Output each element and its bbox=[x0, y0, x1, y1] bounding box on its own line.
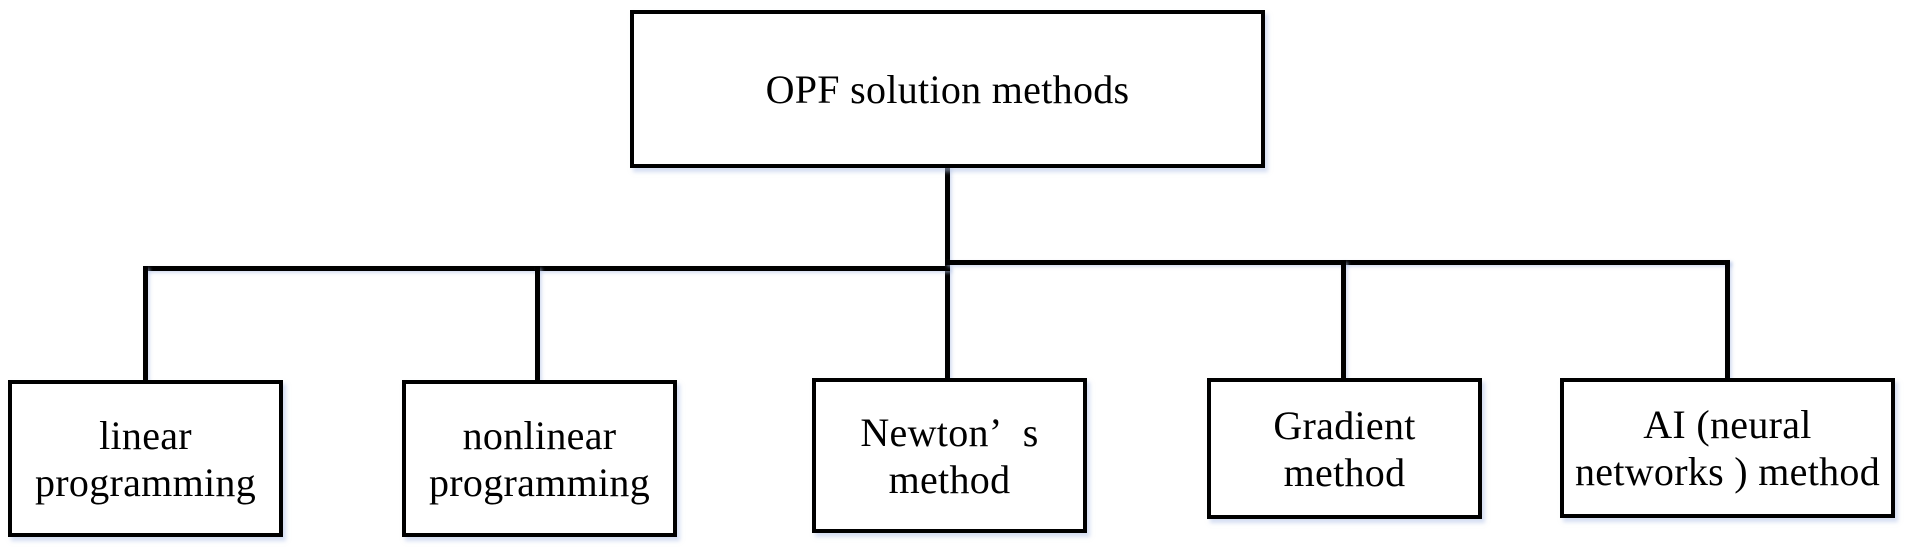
node-label: Newton’ s method bbox=[860, 409, 1039, 502]
node-label: linear programming bbox=[34, 412, 257, 505]
node-linear-programming: linear programming bbox=[8, 380, 283, 537]
node-newtons-method: Newton’ s method bbox=[812, 378, 1087, 533]
connector-bus-left bbox=[143, 266, 950, 271]
node-nonlinear-programming: nonlinear programming bbox=[402, 380, 677, 537]
node-label: AI (neural networks ) method bbox=[1574, 402, 1881, 494]
node-label: Gradient method bbox=[1273, 402, 1416, 495]
connector-drop-gradient bbox=[1341, 260, 1346, 378]
node-ai-neural-networks-method: AI (neural networks ) method bbox=[1560, 378, 1895, 518]
connector-drop-nonlinear bbox=[535, 266, 540, 380]
node-label: nonlinear programming bbox=[428, 412, 651, 505]
connector-drop-linear bbox=[143, 266, 148, 380]
connector-drop-ai bbox=[1725, 260, 1730, 378]
node-gradient-method: Gradient method bbox=[1207, 378, 1482, 519]
connector-root-stem bbox=[945, 166, 950, 378]
node-label: OPF solution methods bbox=[765, 66, 1130, 112]
connector-bus-right bbox=[945, 260, 1730, 265]
node-opf-solution-methods: OPF solution methods bbox=[630, 10, 1265, 168]
